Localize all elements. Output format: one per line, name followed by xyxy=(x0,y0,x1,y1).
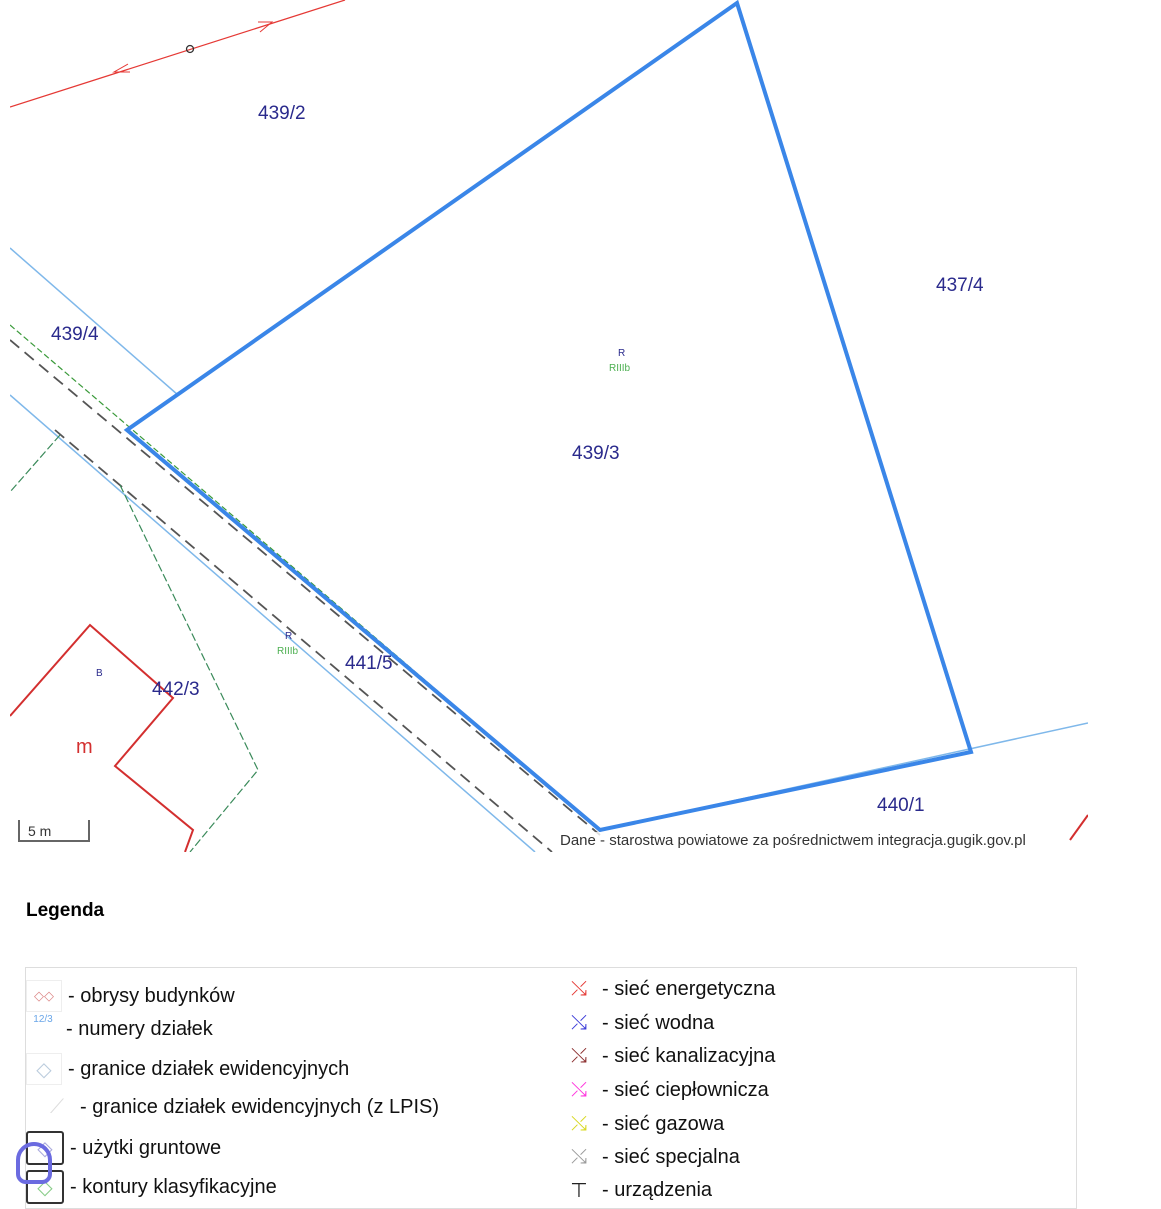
legend-item-special: ⤯- sieć specjalna xyxy=(562,1142,740,1172)
heating-network-icon: ⤯ xyxy=(571,1078,587,1101)
building-label: m xyxy=(76,736,93,758)
legend-title: Legenda xyxy=(26,900,105,921)
parcel-label[interactable]: 439/2 xyxy=(258,103,306,124)
building-outline-icon: ◇◇ xyxy=(26,980,62,1012)
legend-item-parcel-boundaries: ◇- granice działek ewidencyjnych xyxy=(26,1053,349,1085)
legend-item-buildings: ◇◇- obrysy budynków xyxy=(26,980,235,1012)
parcel-label[interactable]: 441/5 xyxy=(345,653,393,674)
scale-bar: 5 m xyxy=(18,820,90,842)
legend-item-parcel-numbers: 12/3- numery działek xyxy=(26,1014,212,1044)
legend-item-sewage: ⤯- sieć kanalizacyjna xyxy=(562,1041,775,1071)
parcel-label[interactable]: 437/4 xyxy=(936,275,984,296)
attribution: Dane - starostwa powiatowe za pośrednict… xyxy=(560,832,1026,849)
parcel-label[interactable]: 439/3 xyxy=(572,443,620,464)
map-canvas xyxy=(10,0,1088,852)
map-view[interactable]: 439/2 439/4 437/4 439/3 441/5 442/3 440/… xyxy=(0,0,1161,860)
legend: ◇◇- obrysy budynków 12/3- numery działek… xyxy=(25,967,1077,1209)
water-network-icon: ⤯ xyxy=(571,1011,587,1034)
land-use-label: R xyxy=(618,348,626,359)
legend-item-gas: ⤯- sieć gazowa xyxy=(562,1109,724,1139)
power-pole-icon xyxy=(185,44,195,54)
legend-item-water: ⤯- sieć wodna xyxy=(562,1008,714,1038)
soil-class-label: RIIIb xyxy=(277,646,299,657)
parcel-number-icon: 12/3 xyxy=(33,1014,53,1025)
special-network-icon: ⤯ xyxy=(571,1145,587,1168)
power-network-icon: ⤯ xyxy=(571,977,587,1000)
arrow-icon xyxy=(112,21,274,73)
lpis-boundary-icon: ⟋ xyxy=(50,1095,64,1118)
parcel-label[interactable]: 439/4 xyxy=(51,324,99,345)
parcel-label[interactable]: 442/3 xyxy=(152,679,200,700)
sewage-network-icon: ⤯ xyxy=(571,1044,587,1067)
legend-item-lpis-boundaries: ⟋- granice działek ewidencyjnych (z LPIS… xyxy=(40,1092,439,1122)
power-line xyxy=(10,0,346,108)
land-use-label: R xyxy=(285,631,293,642)
parcel-boundary-icon: ◇ xyxy=(26,1053,62,1085)
building-outline xyxy=(10,623,195,852)
legend-item-power: ⤯- sieć energetyczna xyxy=(562,974,775,1004)
app-logo-icon[interactable] xyxy=(16,1142,52,1184)
legend-item-classification: ◇- kontury klasyfikacyjne xyxy=(26,1170,277,1204)
legend-item-heating: ⤯- sieć ciepłownicza xyxy=(562,1075,769,1105)
soil-class-label: RIIIb xyxy=(609,363,631,374)
legend-item-land-use: ◇- użytki gruntowe xyxy=(26,1131,221,1165)
parcel-label[interactable]: 440/1 xyxy=(877,795,925,816)
gas-network-icon: ⤯ xyxy=(571,1112,587,1135)
selected-parcel-outline xyxy=(123,0,974,833)
device-icon: ⊤ xyxy=(570,1179,588,1202)
legend-item-devices: ⊤- urządzenia xyxy=(562,1175,712,1205)
building-type-label: B xyxy=(96,668,103,679)
